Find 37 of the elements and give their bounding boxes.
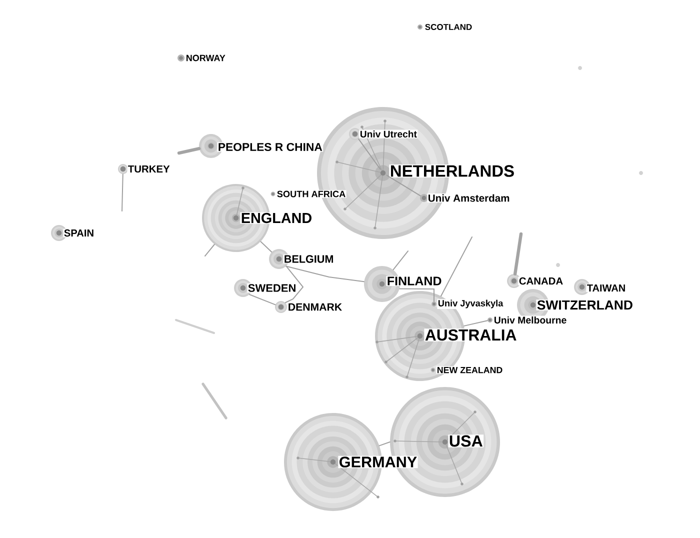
node-label: USA — [448, 434, 484, 448]
node-label: SPAIN — [63, 228, 95, 238]
node-label: NETHERLANDS — [389, 164, 516, 178]
node-label: Univ Amsterdam — [427, 194, 510, 202]
link-line — [378, 442, 390, 446]
node-label: SCOTLAND — [424, 23, 473, 31]
node-label: NORWAY — [185, 54, 226, 62]
node-label: BELGIUM — [283, 254, 334, 264]
node-label: PEOPLES R CHINA — [217, 142, 324, 152]
node-label: GERMANY — [338, 456, 418, 468]
node-label: TURKEY — [127, 164, 171, 174]
link-line — [386, 174, 421, 196]
link-line — [440, 236, 472, 296]
link-line — [286, 266, 364, 282]
link-line — [399, 288, 434, 302]
node-label: DENMARK — [287, 302, 343, 312]
link-line — [392, 250, 408, 270]
node-label: ENGLAND — [240, 212, 313, 224]
node-label: Univ Melbourne — [493, 316, 568, 324]
link-line — [204, 244, 215, 256]
node-label: SWEDEN — [247, 283, 297, 293]
node-label: CANADA — [518, 276, 564, 286]
node-label: Univ Jyvaskyla — [437, 299, 504, 309]
link-line — [122, 174, 124, 212]
node-label: FINLAND — [386, 276, 442, 286]
node-label: SOUTH AFRICA — [276, 190, 346, 198]
node-label: TAIWAN — [586, 284, 626, 292]
node-label: NEW ZEALAND — [436, 366, 504, 374]
link-line — [177, 147, 201, 155]
link-line — [284, 266, 304, 304]
node-label: SWITZERLAND — [536, 300, 634, 310]
link-line — [513, 232, 523, 276]
link-line — [260, 241, 272, 252]
link-line — [249, 294, 276, 306]
node-label: AUSTRALIA — [424, 328, 518, 342]
link-line — [358, 138, 381, 170]
link-line — [464, 320, 488, 326]
